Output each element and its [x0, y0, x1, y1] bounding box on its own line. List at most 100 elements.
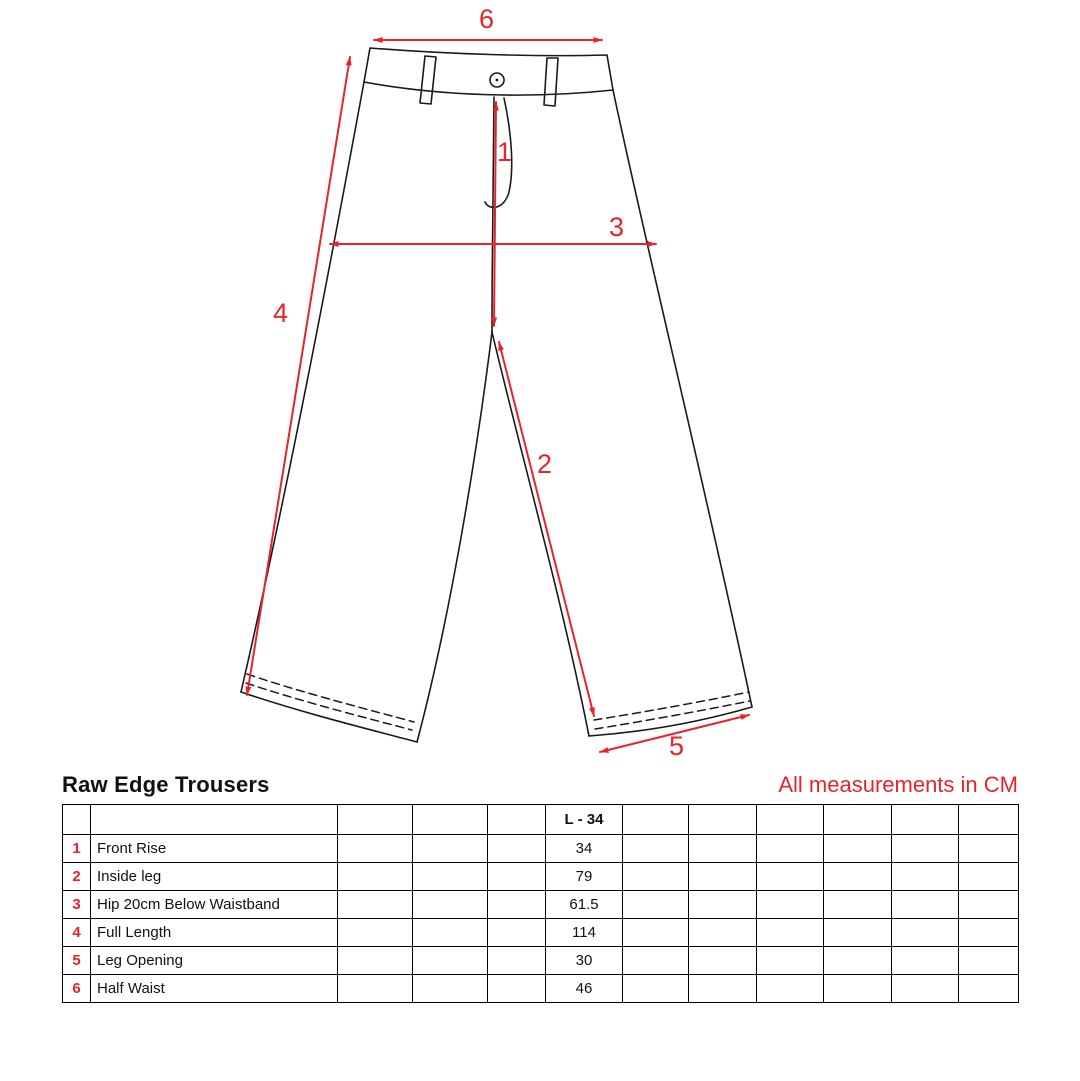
empty-cell — [622, 804, 689, 835]
table-row: 5 Leg Opening 30 — [62, 946, 1019, 975]
empty-cell — [90, 804, 338, 835]
empty-cell — [756, 834, 824, 863]
empty-cell — [337, 890, 413, 919]
arrow-leg-opening — [599, 714, 750, 753]
arrow-full-length — [245, 56, 352, 696]
empty-cell — [412, 862, 488, 891]
arrow-inside-leg — [498, 341, 595, 717]
table-row: 1 Front Rise 34 — [62, 834, 1019, 863]
measurement-name: Full Length — [90, 918, 338, 947]
empty-cell — [688, 918, 757, 947]
measurement-name: Leg Opening — [90, 946, 338, 975]
empty-cell — [756, 974, 824, 1003]
measurement-name: Inside leg — [90, 862, 338, 891]
empty-cell — [958, 974, 1019, 1003]
page-title: Raw Edge Trousers — [62, 772, 270, 797]
table-row: 6 Half Waist 46 — [62, 974, 1019, 1003]
empty-cell — [688, 862, 757, 891]
raw-edge-stitches — [245, 673, 751, 731]
measurement-label-3: 3 — [609, 212, 625, 242]
empty-cell — [622, 918, 689, 947]
empty-cell — [412, 890, 488, 919]
legs-drawing — [240, 81, 753, 743]
measurement-label-6: 6 — [479, 4, 495, 34]
empty-cell — [337, 974, 413, 1003]
empty-cell — [688, 804, 757, 835]
empty-cell — [337, 946, 413, 975]
empty-cell — [823, 918, 892, 947]
empty-cell — [756, 862, 824, 891]
measurement-value: 34 — [545, 834, 623, 863]
empty-cell — [487, 862, 546, 891]
row-number: 2 — [62, 862, 91, 891]
empty-cell — [958, 918, 1019, 947]
empty-cell — [891, 974, 959, 1003]
waistband-drawing — [363, 47, 614, 209]
empty-cell — [487, 804, 546, 835]
measurements-table: L - 34 1 Front Rise 34 2 Inside leg 79 3… — [62, 804, 1019, 1003]
empty-cell — [891, 918, 959, 947]
empty-cell — [756, 890, 824, 919]
empty-cell — [688, 974, 757, 1003]
table-row: 3 Hip 20cm Below Waistband 61.5 — [62, 890, 1019, 919]
size-column-header: L - 34 — [545, 804, 623, 835]
empty-cell — [891, 834, 959, 863]
empty-cell — [688, 946, 757, 975]
empty-cell — [62, 804, 91, 835]
empty-cell — [958, 946, 1019, 975]
row-number: 4 — [62, 918, 91, 947]
empty-cell — [823, 862, 892, 891]
empty-cell — [412, 804, 488, 835]
measurement-value: 30 — [545, 946, 623, 975]
measurement-label-2: 2 — [537, 449, 553, 479]
empty-cell — [688, 890, 757, 919]
measurement-label-1: 1 — [497, 137, 513, 167]
empty-cell — [958, 804, 1019, 835]
empty-cell — [487, 890, 546, 919]
empty-cell — [756, 804, 824, 835]
measurement-value: 46 — [545, 974, 623, 1003]
measurement-arrows — [245, 37, 750, 753]
table-header-row: L - 34 — [62, 804, 1019, 835]
measurement-name: Hip 20cm Below Waistband — [90, 890, 338, 919]
table-row: 2 Inside leg 79 — [62, 862, 1019, 891]
arrow-front-rise — [491, 101, 499, 327]
empty-cell — [823, 946, 892, 975]
empty-cell — [891, 946, 959, 975]
measurement-name: Half Waist — [90, 974, 338, 1003]
empty-cell — [622, 974, 689, 1003]
row-number: 3 — [62, 890, 91, 919]
measurement-value: 114 — [545, 918, 623, 947]
row-number: 5 — [62, 946, 91, 975]
empty-cell — [823, 890, 892, 919]
caption-row: Raw Edge Trousers All measurements in CM — [62, 772, 1018, 798]
measurement-name: Front Rise — [90, 834, 338, 863]
empty-cell — [823, 804, 892, 835]
empty-cell — [688, 834, 757, 863]
measurement-label-4: 4 — [273, 298, 289, 328]
empty-cell — [823, 834, 892, 863]
empty-cell — [891, 862, 959, 891]
empty-cell — [958, 890, 1019, 919]
empty-cell — [622, 890, 689, 919]
empty-cell — [622, 862, 689, 891]
empty-cell — [487, 834, 546, 863]
empty-cell — [756, 946, 824, 975]
empty-cell — [958, 862, 1019, 891]
empty-cell — [487, 974, 546, 1003]
empty-cell — [622, 946, 689, 975]
trousers-measurement-diagram: 1 2 3 4 5 6 — [240, 4, 753, 761]
table-row: 4 Full Length 114 — [62, 918, 1019, 947]
trousers-line-art — [240, 37, 753, 753]
row-number: 1 — [62, 834, 91, 863]
units-note: All measurements in CM — [778, 772, 1018, 797]
empty-cell — [337, 862, 413, 891]
row-number: 6 — [62, 974, 91, 1003]
measurement-label-5: 5 — [669, 731, 685, 761]
empty-cell — [412, 946, 488, 975]
empty-cell — [412, 834, 488, 863]
empty-cell — [891, 804, 959, 835]
empty-cell — [337, 834, 413, 863]
empty-cell — [412, 918, 488, 947]
empty-cell — [337, 918, 413, 947]
